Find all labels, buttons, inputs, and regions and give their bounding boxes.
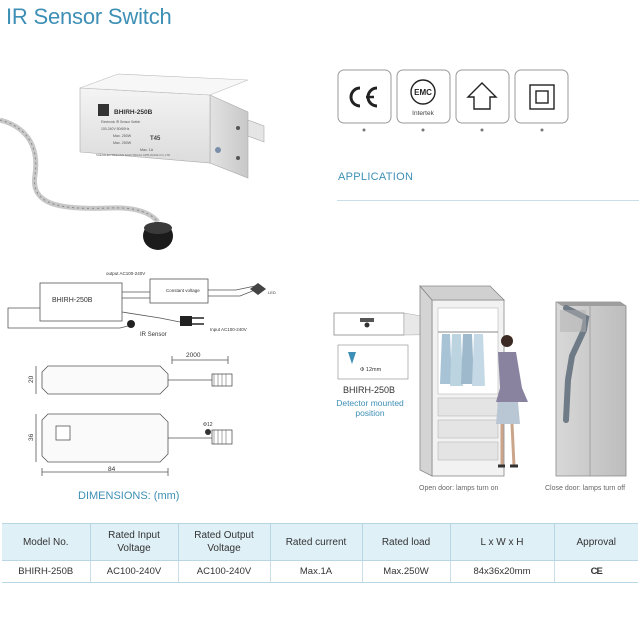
header-input-voltage: Rated Input Voltage xyxy=(90,523,179,561)
led-text: LED xyxy=(268,290,276,295)
dimensions-heading: DIMENSIONS: (mm) xyxy=(78,490,180,502)
emc-intertek-icon xyxy=(396,69,451,124)
application-model-label: BHIRH-250B xyxy=(343,385,396,395)
cell-rated-load: Max.250W xyxy=(362,560,451,583)
cell-approval: CE xyxy=(554,560,638,583)
intertek-text: Intertek xyxy=(412,110,434,117)
page-title: IR Sensor Switch xyxy=(6,4,172,29)
spec-table-header-row: Model No. Rated Input Voltage Rated Outp… xyxy=(2,523,638,561)
wiring-diagram: BHIRH-250B Constant voltage output AC100… xyxy=(7,271,276,338)
height-dimension-text: 20 xyxy=(28,375,35,383)
constant-voltage-text: Constant voltage xyxy=(166,288,200,293)
device-load2-text: Max. 250W xyxy=(113,141,132,145)
cell-input-voltage: AC100-240V xyxy=(90,560,179,583)
application-heading: APPLICATION xyxy=(338,171,414,183)
output-voltage-text: output AC100-240V xyxy=(106,271,145,276)
device-current-text: Max. 1A xyxy=(140,148,154,152)
cell-dimensions: 84x36x20mm xyxy=(450,560,555,583)
application-divider xyxy=(337,200,639,201)
house-outline-icon xyxy=(455,69,510,124)
certification-row: EMC Intertek xyxy=(337,69,569,132)
device-voltage-text: 100-240V 50/60Hz xyxy=(101,127,130,131)
dimension-drawings: 20 2000 36 Φ12 84 xyxy=(28,352,233,476)
cell-rated-current: Max.1A xyxy=(270,560,363,583)
header-dimensions: L x W x H xyxy=(450,523,555,561)
ce-mark-icon xyxy=(337,69,392,124)
device-manufacturer-text: SHENZHEN BEEHIVE ELECTRICAL APPLIANCE CO… xyxy=(96,153,170,157)
header-rated-load: Rated load xyxy=(362,523,451,561)
device-model-text: BHIRH-250B xyxy=(114,109,153,116)
close-door-caption: Close door: lamps turn off xyxy=(545,485,626,492)
header-model: Model No. xyxy=(2,523,91,561)
open-door-caption: Open door: lamps turn on xyxy=(419,485,499,492)
cable-length-text: 2000 xyxy=(186,352,201,359)
length-dimension-text: 84 xyxy=(108,466,116,473)
spec-table: Model No. Rated Input Voltage Rated Outp… xyxy=(2,523,638,583)
application-open-wardrobe: Φ 12mm xyxy=(333,284,528,477)
sensor-diameter-text: Φ12 xyxy=(203,422,213,428)
led-lamp-icon xyxy=(250,283,266,295)
sensor-size-text: Φ 12mm xyxy=(360,367,382,373)
ir-sensor-icon xyxy=(127,320,135,328)
application-closed-wardrobe xyxy=(555,301,627,477)
device-load1-text: Max. 250W xyxy=(113,134,132,138)
ir-sensor-text: IR Sensor xyxy=(140,332,167,338)
emc-text: EMC xyxy=(414,88,432,97)
device-temp-text: T45 xyxy=(150,136,161,142)
header-rated-current: Rated current xyxy=(270,523,363,561)
cell-model: BHIRH-250B xyxy=(2,560,91,583)
cell-output-voltage: AC100-240V xyxy=(178,560,271,583)
product-photo: BHIRH-250B Electronic IR Sensor Switch 1… xyxy=(0,73,265,250)
input-voltage-text: Input AC100-240V xyxy=(210,327,247,332)
table-row: BHIRH-250B AC100-240V AC100-240V Max.1A … xyxy=(2,560,638,583)
width-dimension-text: 36 xyxy=(28,433,35,441)
device-subtitle-text: Electronic IR Sensor Switch xyxy=(101,120,141,124)
detector-position-label: Detector mounted position xyxy=(336,398,404,418)
illustration-layer: BHIRH-250B Electronic IR Sensor Switch 1… xyxy=(0,69,627,477)
double-square-icon xyxy=(514,69,569,124)
header-approval: Approval xyxy=(554,523,638,561)
wiring-model-text: BHIRH-250B xyxy=(52,297,93,304)
power-plug-icon xyxy=(180,316,192,326)
header-output-voltage: Rated Output Voltage xyxy=(178,523,271,561)
